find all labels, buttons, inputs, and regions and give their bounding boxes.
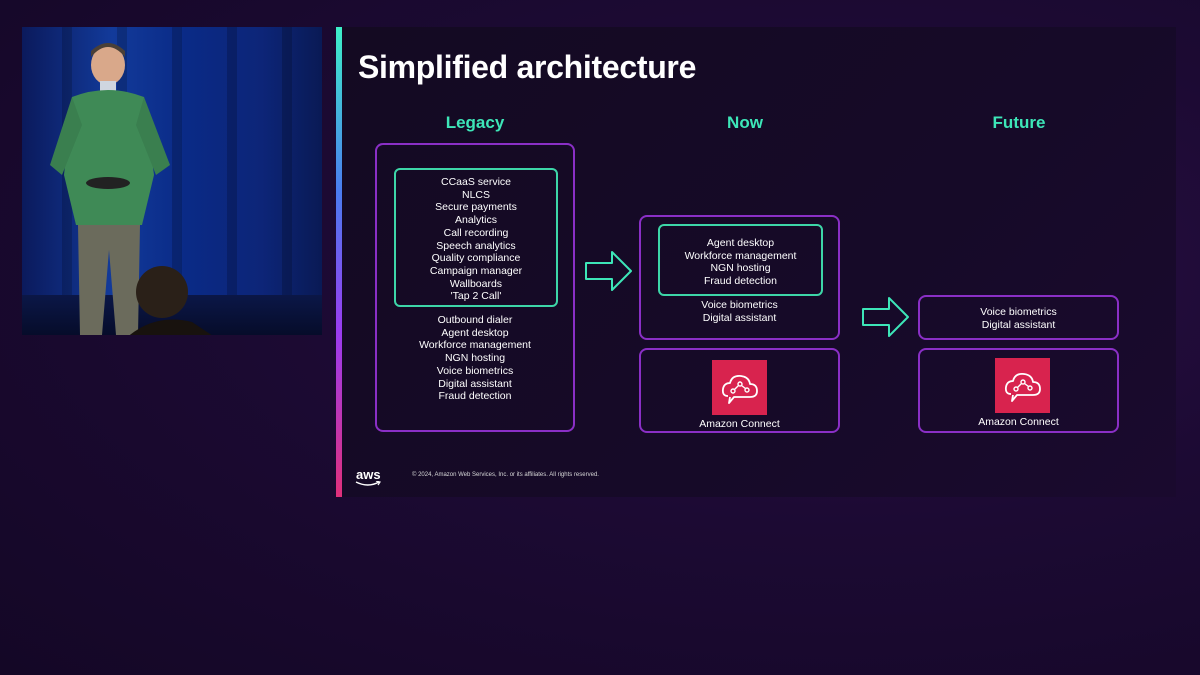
future-connect-box: Amazon Connect [918, 348, 1119, 433]
legacy-outer-item: Digital assistant [438, 377, 512, 390]
future-list: Voice biometrics Digital assistant [920, 306, 1117, 331]
heading-now: Now [727, 113, 763, 132]
now-connect-label: Amazon Connect [699, 418, 780, 430]
now-connect-box: Amazon Connect [639, 348, 840, 433]
future-item: Digital assistant [981, 318, 1056, 331]
now-inner-item: Fraud detection [704, 275, 777, 288]
future-box: Voice biometrics Digital assistant [918, 295, 1119, 340]
audience-head [129, 266, 212, 335]
future-item: Voice biometrics [980, 306, 1057, 318]
heading-legacy: Legacy [445, 113, 505, 132]
amazon-connect-icon [995, 358, 1050, 413]
now-outer-item: Voice biometrics [701, 299, 778, 311]
copyright-text: © 2024, Amazon Web Services, Inc. or its… [412, 472, 599, 478]
legacy-outer-item: Fraud detection [438, 390, 512, 403]
now-inner-box: Agent desktop Workforce management NGN h… [658, 224, 823, 296]
now-inner-item: NGN hosting [710, 262, 771, 275]
legacy-inner-item: Call recording [443, 226, 509, 239]
legacy-outer-item: Agent desktop [441, 326, 509, 339]
now-outer-list: Voice biometrics Digital assistant [641, 299, 838, 324]
legacy-inner-item: Quality compliance [431, 252, 521, 265]
future-connect-label: Amazon Connect [978, 416, 1059, 428]
legacy-inner-item: 'Tap 2 Call' [450, 290, 502, 303]
legacy-box: CCaaS service NLCS Secure payments Analy… [375, 143, 575, 432]
legacy-inner-item: Speech analytics [436, 239, 516, 252]
slide-accent-bar [336, 27, 342, 497]
aws-logo-text: aws [356, 467, 381, 482]
legacy-outer-item: NGN hosting [444, 352, 506, 365]
legacy-inner-box: CCaaS service NLCS Secure payments Analy… [394, 168, 558, 307]
speaker-figure [50, 43, 170, 335]
legacy-inner-item: Secure payments [435, 201, 517, 214]
speaker-video [22, 27, 322, 335]
heading-future: Future [992, 113, 1046, 132]
slide-title: Simplified architecture [358, 49, 697, 85]
legacy-inner-list: CCaaS service NLCS Secure payments Analy… [396, 176, 556, 303]
legacy-inner-item: Wallboards [449, 277, 503, 290]
legacy-outer-item: Workforce management [419, 339, 531, 352]
now-inner-item: Workforce management [684, 249, 797, 262]
legacy-outer-item: Outbound dialer [437, 314, 513, 326]
now-box: Agent desktop Workforce management NGN h… [639, 215, 840, 340]
now-outer-item: Digital assistant [702, 311, 777, 324]
legacy-outer-list: Outbound dialer Agent desktop Workforce … [377, 314, 573, 403]
amazon-connect-icon [712, 360, 767, 415]
aws-logo: aws [355, 467, 381, 486]
legacy-inner-item: Campaign manager [429, 264, 523, 277]
arrow-right-icon [585, 251, 632, 291]
presentation-slide: Simplified architecture Legacy Now Futur… [336, 27, 1176, 497]
now-inner-item: Agent desktop [706, 237, 775, 249]
legacy-outer-item: Voice biometrics [436, 364, 514, 377]
arrow-right-icon [862, 297, 909, 337]
legacy-inner-item: CCaaS service [440, 176, 512, 188]
now-inner-list: Agent desktop Workforce management NGN h… [660, 237, 821, 288]
legacy-inner-item: Analytics [454, 214, 497, 227]
legacy-inner-item: NLCS [461, 188, 490, 201]
